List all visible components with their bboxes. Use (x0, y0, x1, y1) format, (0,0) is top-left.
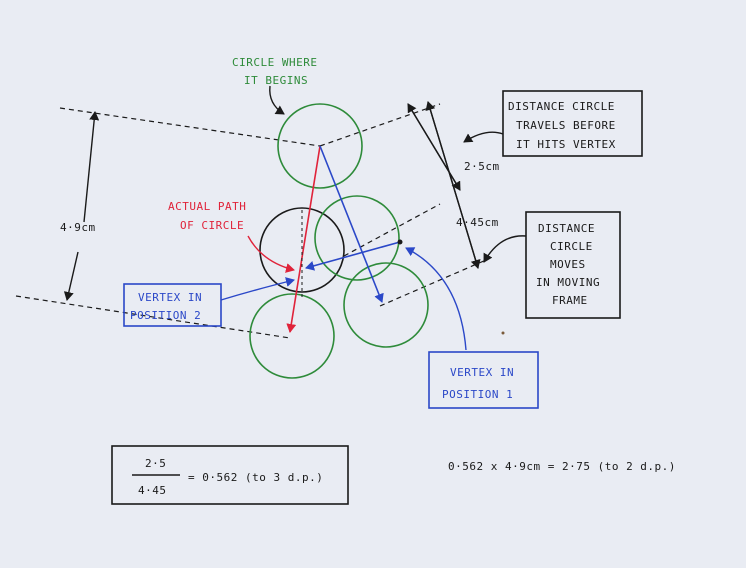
vertex-pos1-box (428, 351, 539, 409)
circle-begins-label-line2: IT BEGINS (244, 74, 308, 87)
vertex-pos2-line1: VERTEX IN (138, 291, 202, 304)
actual-path-pointer (247, 235, 295, 273)
fraction-denominator: 4·45 (138, 484, 167, 497)
dim-short-label: 2·5cm (464, 160, 500, 173)
distance-moving-line4: IN MOVING (536, 276, 600, 289)
vertex-pos1-line1: VERTEX IN (450, 366, 514, 379)
moved-circle-upper (314, 195, 400, 281)
right-equation: 0·562 x 4·9cm = 2·75 (to 2 d.p.) (448, 460, 676, 473)
distance-moving-line1: DISTANCE (538, 222, 595, 235)
vertex-pos2-line2: POSITION 2 (130, 309, 201, 322)
left-dimension-arrow-lower (63, 251, 79, 301)
end-circle (249, 293, 335, 379)
distance-travels-box (502, 90, 643, 157)
stray-dot (501, 331, 505, 335)
vertex-pos1-line2: POSITION 1 (442, 388, 513, 401)
actual-path-label-line1: ACTUAL PATH (168, 200, 246, 213)
fraction-box (111, 445, 349, 505)
lower-left-guide (15, 295, 291, 339)
lower-right-guide (379, 259, 487, 307)
distance-moving-box (525, 211, 621, 319)
upper-left-guide (59, 107, 321, 147)
circle-begins-label-line1: CIRCLE WHERE (232, 56, 317, 69)
vertex-pos2-pointer (220, 277, 295, 301)
vertex-pos1-dot (397, 239, 403, 245)
vertex-pos1-pointer (405, 247, 467, 351)
dim-left-label: 4·9cm (60, 221, 96, 234)
distance-travels-line2: TRAVELS BEFORE (516, 119, 616, 132)
distance-moving-pointer (483, 235, 527, 263)
distance-travels-pointer (463, 131, 504, 143)
actual-path-label-line2: OF CIRCLE (180, 219, 244, 232)
distance-travels-line3: IT HITS VERTEX (516, 138, 616, 151)
distance-travels-line1: DISTANCE CIRCLE (508, 100, 615, 113)
collision-circle (259, 207, 345, 293)
upper-right-guide (319, 103, 441, 147)
short-dimension-arrow-end (407, 103, 461, 191)
vertex-pos2-box (123, 283, 222, 327)
relative-path-arrow (319, 145, 384, 303)
fraction-numerator: 2·5 (145, 457, 166, 470)
vertex-shift-arrow (305, 241, 401, 271)
long-dimension-arrow-end (427, 101, 481, 269)
fraction-result: = 0·562 (to 3 d.p.) (188, 471, 323, 484)
circles (249, 103, 429, 379)
dim-long-label: 4·45cm (456, 216, 499, 229)
moved-circle-lower (343, 262, 429, 348)
left-dimension-arrow (83, 111, 100, 223)
actual-path-arrow (286, 145, 321, 333)
distance-moving-line3: MOVES (550, 258, 586, 271)
start-circle (277, 103, 363, 189)
circle-begins-pointer (269, 85, 285, 115)
distance-moving-line5: FRAME (552, 294, 588, 307)
mid-right-guide (343, 203, 441, 257)
distance-moving-line2: CIRCLE (550, 240, 593, 253)
